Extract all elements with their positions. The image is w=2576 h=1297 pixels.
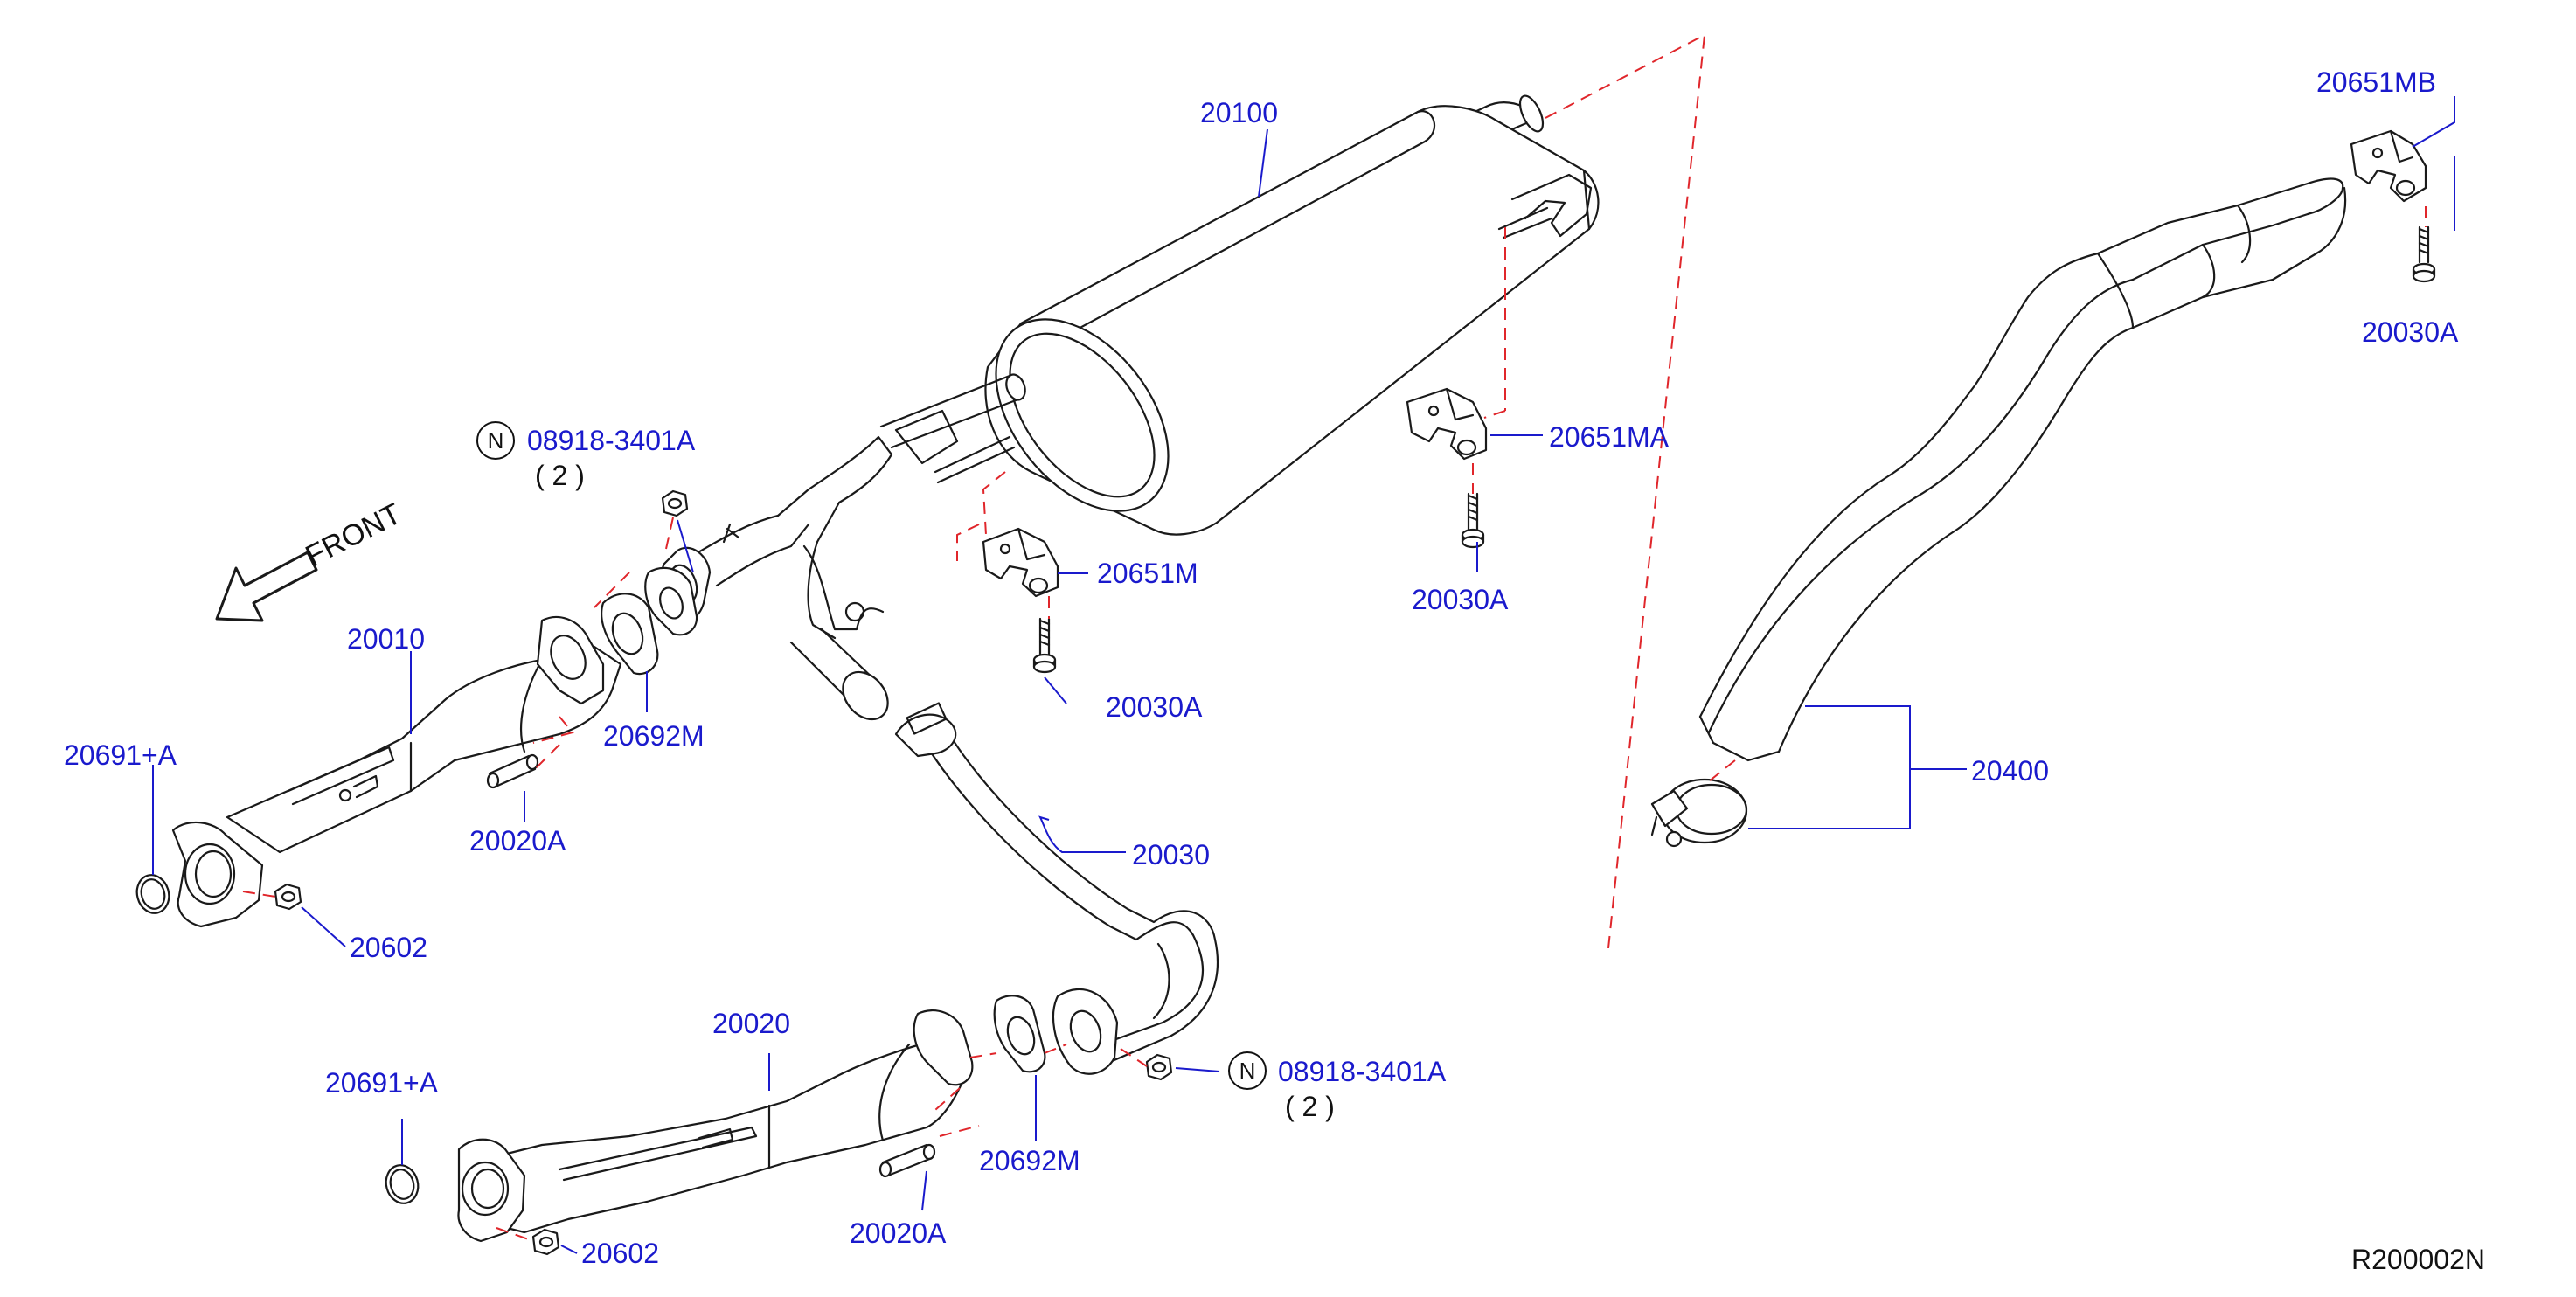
n-symbol-top: N bbox=[476, 421, 515, 460]
label-front-tube-20010: 20010 bbox=[347, 623, 425, 655]
diagram-code: R200002N bbox=[2351, 1244, 2485, 1275]
label-hanger-20651M: 20651M bbox=[1097, 558, 1198, 589]
label-hanger-20651MA: 20651MA bbox=[1549, 421, 1669, 453]
label-ring-20691A-bottom: 20691+A bbox=[325, 1067, 439, 1099]
front-tube-right-20020 bbox=[458, 1010, 972, 1241]
alignment-lines bbox=[242, 33, 2427, 1242]
nut-20602-top bbox=[275, 884, 301, 909]
rear-tail-pipe-20400 bbox=[1652, 179, 2345, 846]
front-arrow-icon bbox=[217, 552, 316, 621]
front-tube-left-20010 bbox=[173, 617, 621, 926]
ring-20691A-bottom bbox=[382, 1162, 422, 1207]
nut-20602-bottom bbox=[533, 1230, 559, 1254]
bolt-20030A-left bbox=[1034, 619, 1055, 672]
label-front-tube-20020: 20020 bbox=[712, 1008, 790, 1039]
leader-lines bbox=[152, 96, 2455, 1254]
nut-08918-bottom bbox=[1147, 1055, 1171, 1079]
bolt-20030A-mid bbox=[1462, 494, 1483, 547]
label-bolt-20030A-top-right: 20030A bbox=[2362, 316, 2459, 348]
label-nut-20602-bottom: 20602 bbox=[581, 1238, 659, 1269]
label-nut-qty-top: ( 2 ) bbox=[535, 460, 585, 491]
nut-08918-top bbox=[663, 491, 687, 516]
label-stud-20020A-top: 20020A bbox=[469, 825, 566, 857]
label-stud-20020A-bottom: 20020A bbox=[850, 1217, 947, 1249]
hanger-20651MA bbox=[1407, 389, 1486, 459]
hanger-20651MB bbox=[2351, 131, 2426, 201]
center-tube-20030 bbox=[661, 437, 1218, 1074]
label-nut-20602-top: 20602 bbox=[350, 932, 427, 963]
label-hanger-20651MB: 20651MB bbox=[2316, 66, 2436, 98]
label-center-tube-20030: 20030 bbox=[1132, 839, 1210, 870]
label-nut-08918-top: 08918-3401A bbox=[527, 425, 696, 456]
gasket-20692M-bottom bbox=[995, 995, 1045, 1072]
label-nut-08918-bottom: 08918-3401A bbox=[1278, 1056, 1447, 1087]
ring-20691A-top bbox=[133, 871, 173, 917]
bolt-20030A-top-right bbox=[2413, 227, 2434, 281]
label-gasket-20692M-bottom: 20692M bbox=[979, 1145, 1080, 1176]
label-nut-qty-bottom: ( 2 ) bbox=[1285, 1091, 1335, 1122]
label-tail-pipe-20400: 20400 bbox=[1971, 755, 2049, 787]
flange-plate-top bbox=[645, 568, 697, 635]
label-ring-20691A-top: 20691+A bbox=[64, 739, 177, 771]
muffler-20100 bbox=[881, 93, 1598, 544]
label-muffler-20100: 20100 bbox=[1200, 97, 1278, 128]
hanger-20651M bbox=[983, 529, 1058, 596]
stud-20020A-bottom bbox=[880, 1145, 934, 1176]
n-symbol-bottom: N bbox=[1228, 1051, 1267, 1090]
label-gasket-20692M-top: 20692M bbox=[603, 720, 705, 752]
gasket-20692M-top bbox=[601, 593, 657, 674]
label-bolt-20030A-mid: 20030A bbox=[1412, 584, 1509, 615]
label-bolt-20030A-left: 20030A bbox=[1106, 691, 1203, 723]
stud-20020A-top bbox=[488, 755, 538, 787]
